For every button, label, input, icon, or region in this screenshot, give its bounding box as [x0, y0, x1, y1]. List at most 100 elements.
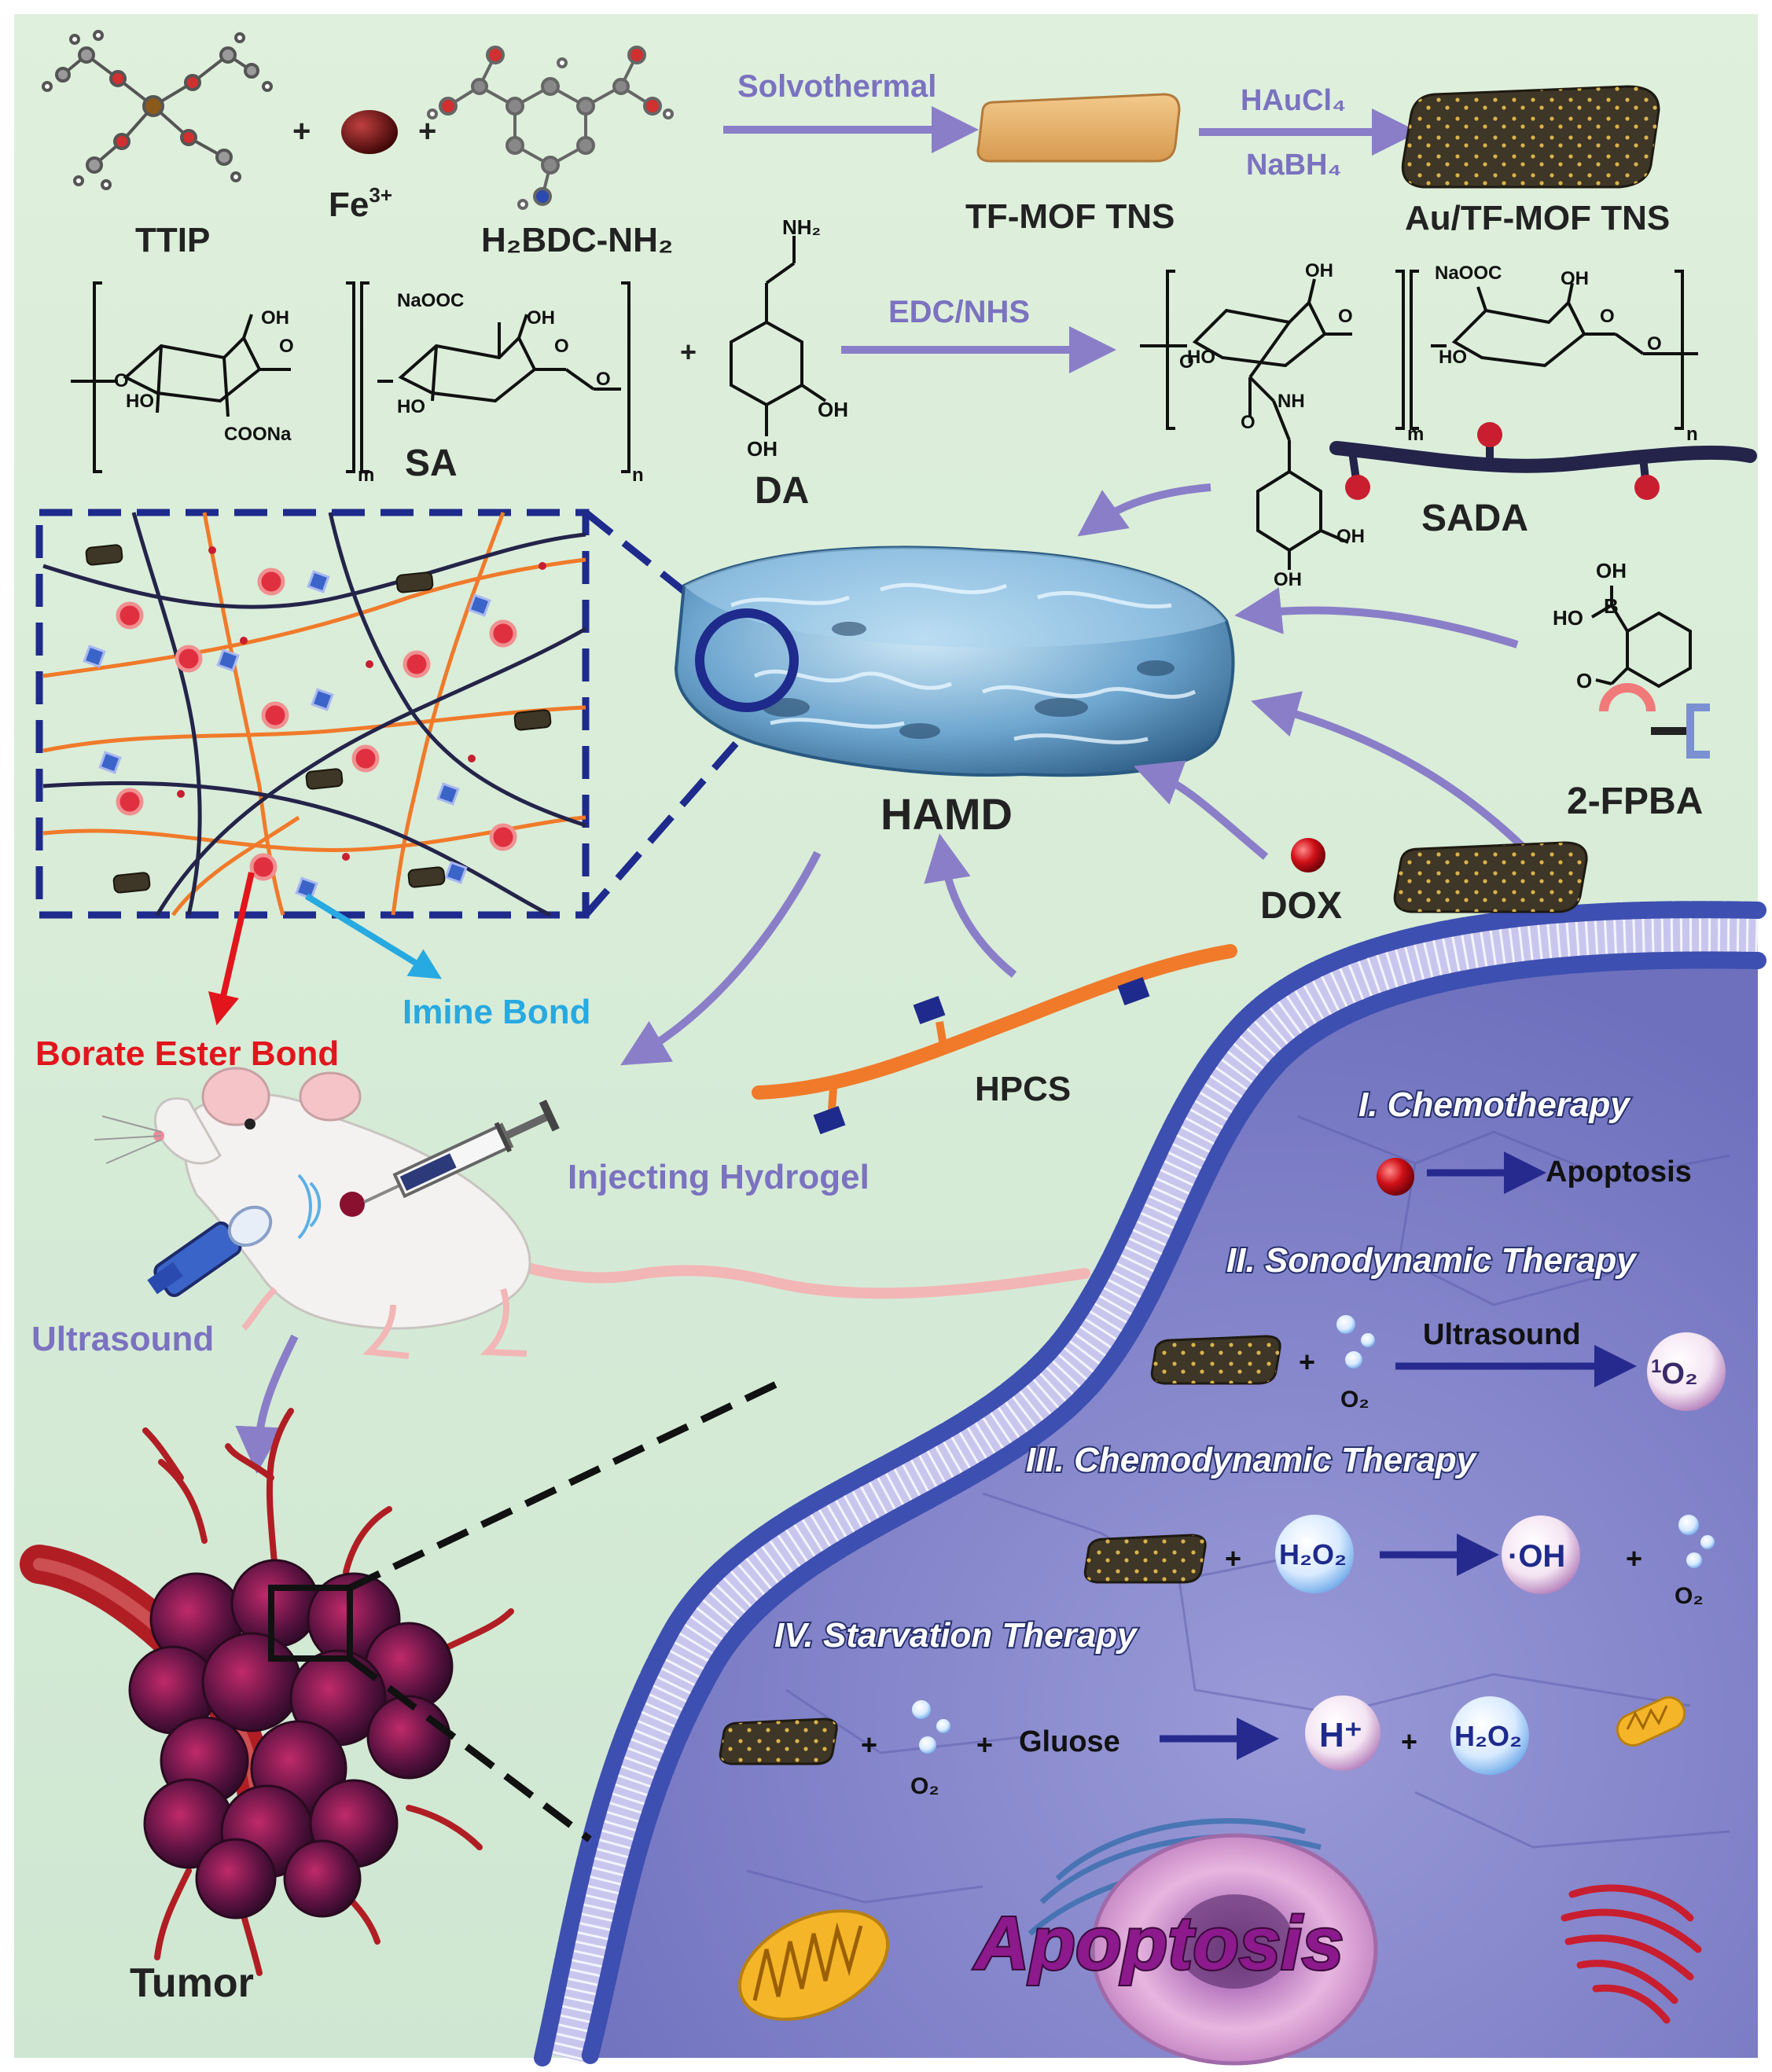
svg-text:HO: HO — [1439, 347, 1467, 368]
fpba-atom-labels: OH B HO O — [1553, 559, 1627, 693]
plus-sign: + — [1225, 1542, 1241, 1574]
ttip-label: TTIP — [135, 221, 210, 259]
apoptosis-title: Apoptosis — [973, 1901, 1344, 1986]
singlet-oxygen-bubble — [1647, 1332, 1726, 1411]
svg-text:HO: HO — [397, 396, 425, 417]
svg-text:NH: NH — [1278, 391, 1305, 412]
membrane-inner-heads — [581, 951, 1766, 2066]
svg-text:m: m — [358, 465, 374, 486]
sada-atom-labels: OH O O HO O NH OH OH NaOOC OH O HO O m n — [1179, 260, 1698, 590]
fe-ion — [341, 110, 398, 154]
svg-text:n: n — [1686, 424, 1698, 445]
sa-structure — [71, 281, 630, 473]
zoom-line — [348, 1376, 788, 1592]
svg-text:OH: OH — [1336, 526, 1365, 547]
svg-text:O: O — [554, 336, 569, 357]
svg-text:NaOOC: NaOOC — [397, 290, 464, 311]
membrane-outer-heads — [534, 901, 1766, 2066]
svg-text:O: O — [1338, 306, 1353, 327]
svg-text:OH: OH — [747, 437, 778, 461]
imine-bond-arrow — [304, 893, 443, 979]
injecting-hydrogel-label: Injecting Hydrogel — [568, 1158, 869, 1196]
dox-to-hamd-arrow — [1133, 760, 1269, 860]
svg-text:COONa: COONa — [224, 424, 292, 445]
svg-text:O: O — [596, 369, 611, 390]
sada-structure — [1140, 270, 1698, 570]
svg-text:OH: OH — [818, 398, 848, 421]
ultrasound-probe — [147, 1205, 273, 1298]
au-mof-nanosheet — [1393, 841, 1588, 913]
plus-sign: + — [1401, 1725, 1417, 1758]
sa-atom-labels: OH O O HO COONa NaOOC OH O HO O m n — [114, 290, 644, 486]
oxygen-bubbles — [912, 1700, 950, 1754]
svg-text:NH₂: NH₂ — [782, 215, 821, 239]
da-structure — [730, 236, 827, 436]
dox-label: DOX — [1260, 885, 1342, 927]
sada-to-hamd-arrow — [1077, 483, 1211, 537]
mouse-to-tumor-arrow — [235, 1334, 299, 1474]
plus-sign: + — [292, 114, 311, 149]
plus-sign: + — [680, 336, 697, 368]
tumor — [20, 1408, 514, 1976]
o2-label: O₂ — [910, 1773, 939, 1799]
oxygen-bubbles — [1336, 1315, 1375, 1368]
svg-text:NaOOC: NaOOC — [1435, 263, 1502, 284]
hpcs-to-hamd-arrow — [924, 833, 1017, 978]
chemotherapy-title: I. Chemotherapy — [1358, 1086, 1631, 1124]
sa-label: SA — [405, 443, 458, 484]
au-tf-mof-sheet — [1401, 85, 1660, 189]
fpba-to-hamd-arrow — [1234, 587, 1519, 648]
svg-text:HO: HO — [126, 391, 154, 412]
borate-bond-arrow — [208, 872, 255, 1026]
apoptosis-result-label: Apoptosis — [1546, 1155, 1692, 1188]
haucl4-label: HAuCl₄ — [1241, 84, 1346, 117]
hydroxyl-bubble — [1502, 1515, 1580, 1594]
ultrasound-condition-label: Ultrasound — [1423, 1318, 1581, 1351]
svg-text:HO: HO — [1187, 347, 1215, 368]
sada-label: SADA — [1421, 498, 1528, 539]
svg-text:OH: OH — [1305, 260, 1333, 281]
imine-bond-label: Imine Bond — [403, 993, 591, 1031]
svg-text:O: O — [1647, 333, 1662, 355]
svg-text:O: O — [1576, 669, 1592, 693]
h2o2-label: H₂O₂ — [1279, 1538, 1347, 1571]
syringe — [363, 1100, 560, 1203]
zoom-line — [347, 1655, 592, 1842]
da-label: DA — [755, 470, 809, 512]
plus-sign: + — [1626, 1542, 1642, 1574]
fpba-label: 2-FPBA — [1567, 781, 1703, 822]
svg-text:n: n — [632, 465, 644, 486]
glucose-label: Gluose — [1019, 1725, 1120, 1758]
tf-mof-label: TF-MOF TNS — [965, 197, 1175, 236]
tf-mof-sheet — [976, 93, 1181, 163]
tumor-label: Tumor — [130, 1960, 254, 2006]
tumor-cell — [534, 901, 1766, 2066]
nabh4-label: NaBH₄ — [1246, 149, 1342, 182]
sada-chain — [1329, 422, 1757, 500]
solvothermal-label: Solvothermal — [737, 69, 936, 104]
svg-text:O: O — [114, 370, 129, 391]
mof-to-hamd-arrow — [1251, 691, 1536, 860]
da-atom-labels: NH₂ OH OH — [747, 215, 848, 461]
edc-nhs-label: EDC/NHS — [888, 295, 1030, 329]
h2o2-label: H₂O₂ — [1454, 1720, 1522, 1752]
zoom-line — [583, 729, 750, 917]
svg-text:OH: OH — [1596, 559, 1627, 582]
fpba-structure — [1590, 586, 1710, 759]
network-inset — [35, 509, 590, 919]
oxygen-bubbles — [1678, 1515, 1715, 1568]
hydroxyl-label: ·OH — [1508, 1539, 1565, 1574]
dox-molecule — [1377, 1158, 1414, 1196]
au-mof-nanosheet — [1083, 1534, 1207, 1584]
hpcs-chain — [752, 944, 1237, 1135]
zoom-circle — [695, 608, 799, 712]
svg-text:OH: OH — [527, 307, 555, 329]
au-mof-nanosheet — [1150, 1335, 1281, 1385]
o2-label: O₂ — [1340, 1387, 1369, 1413]
svg-text:O: O — [279, 336, 294, 357]
nucleus — [1028, 1818, 1378, 2066]
h2bdc-label: H₂BDC-NH₂ — [481, 221, 673, 259]
fe-label: Fe3+ — [329, 183, 392, 224]
au-mof-nanosheet — [719, 1717, 838, 1765]
